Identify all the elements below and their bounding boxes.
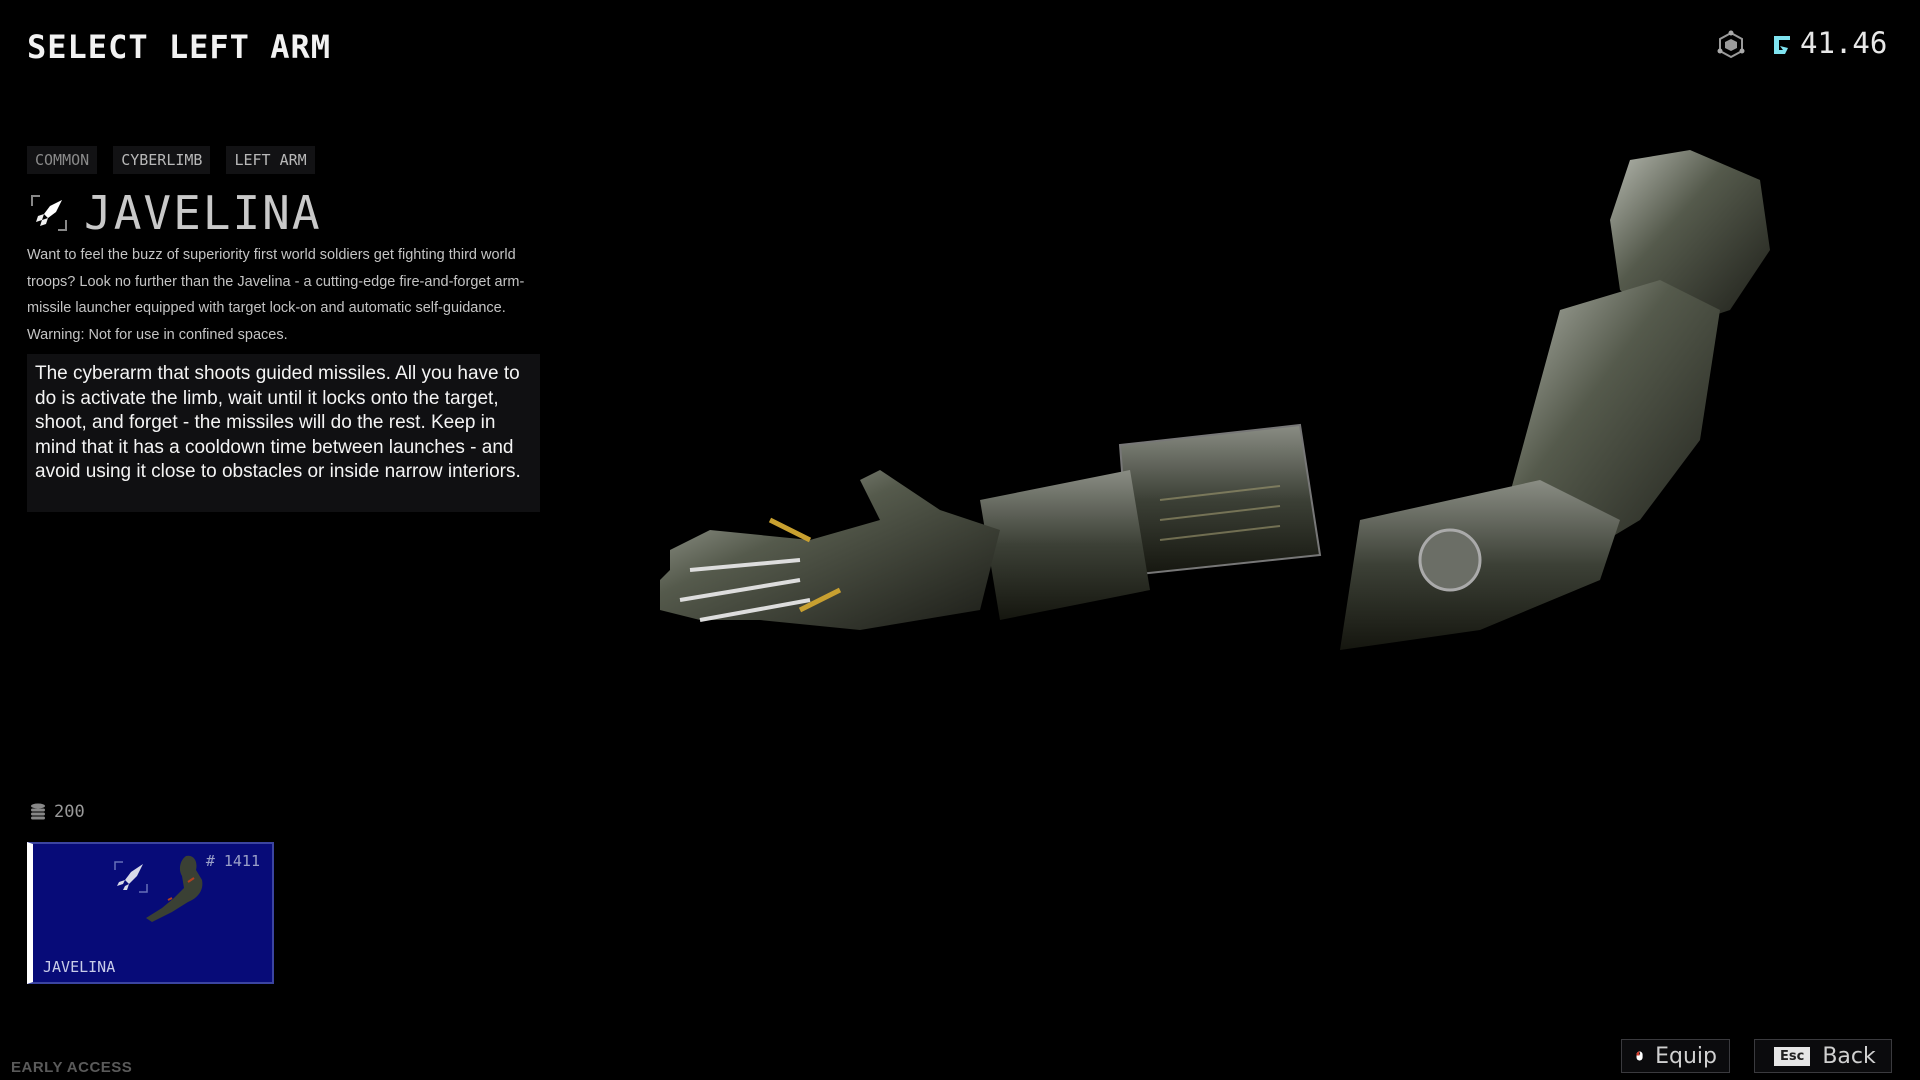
arm-thumbnail xyxy=(146,855,203,922)
item-description: Want to feel the buzz of superiority fir… xyxy=(27,247,525,343)
card-number: # 1411 xyxy=(205,852,260,870)
price-value: 200 xyxy=(54,802,85,822)
esc-key-icon: Esc xyxy=(1774,1046,1811,1066)
card-name: JAVELINA xyxy=(43,958,116,976)
equip-label: Equip xyxy=(1655,1043,1717,1069)
tag-rarity: COMMON xyxy=(27,146,98,174)
item-price: 200 xyxy=(30,802,85,822)
tag-slot: LEFT ARM xyxy=(226,146,315,174)
item-summary: The cyberarm that shoots guided missiles… xyxy=(27,354,540,512)
early-access-label: EARLY ACCESS xyxy=(11,1059,133,1076)
item-card-javelina[interactable]: # 1411 JAVELINA xyxy=(27,842,274,984)
coin-stack-icon xyxy=(31,803,45,820)
equip-button[interactable]: Equip xyxy=(1621,1039,1730,1073)
currency-icon xyxy=(1774,36,1790,54)
hub-cube-icon[interactable] xyxy=(1716,30,1746,60)
item-header: JAVELINA xyxy=(30,186,322,240)
mouse-left-click-icon xyxy=(1636,1051,1643,1061)
item-name: JAVELINA xyxy=(84,186,322,240)
back-label: Back xyxy=(1822,1043,1876,1069)
missile-icon xyxy=(31,195,67,231)
page-title: SELECT LEFT ARM xyxy=(27,28,331,66)
back-button[interactable]: Esc Back xyxy=(1754,1039,1892,1073)
currency-value: 41.46 xyxy=(1800,26,1888,60)
tag-type: CYBERLIMB xyxy=(113,146,211,174)
item-tags: COMMON CYBERLIMB LEFT ARM xyxy=(27,146,315,174)
missile-icon xyxy=(114,861,148,893)
cyberarm-model[interactable] xyxy=(660,140,1840,730)
